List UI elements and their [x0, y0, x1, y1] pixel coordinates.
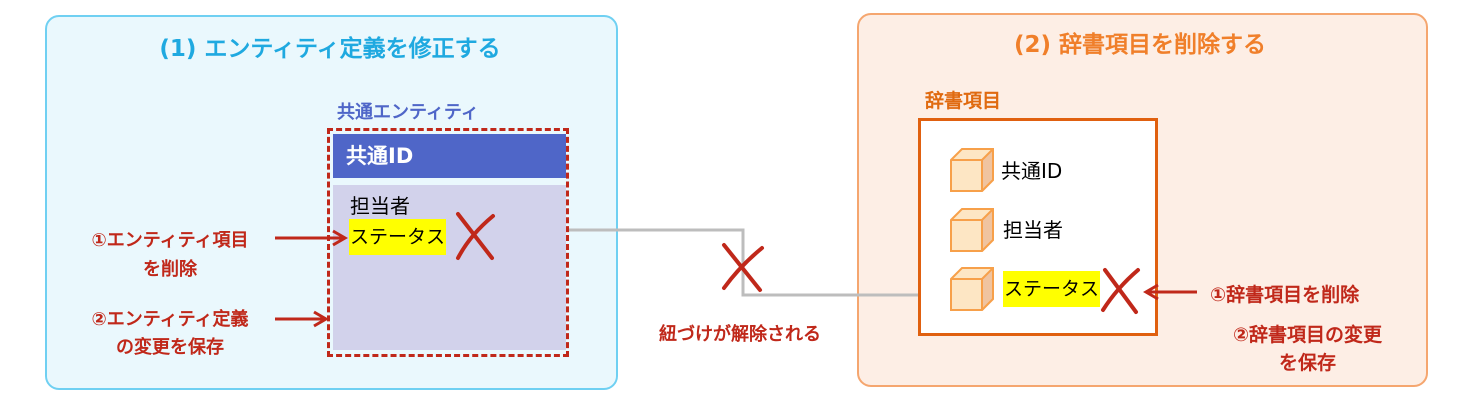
entity-body [333, 185, 566, 350]
cross-icon [456, 212, 495, 260]
dictionary-box-label: 辞書項目 [925, 90, 1002, 112]
dictionary-item: 担当者 [1003, 218, 1063, 242]
dict-step1-label: ①辞書項目を削除 [1210, 284, 1360, 306]
entity-dashed-frame [327, 128, 569, 357]
step2-label: ②エンティティ定義 [91, 309, 249, 330]
dictionary-item-highlighted: ステータス [1003, 271, 1101, 307]
right-panel-title: (2) 辞書項目を削除する [1013, 32, 1267, 58]
cube-icon [950, 148, 994, 192]
arrow-step2 [275, 310, 329, 328]
step2-label-2: の変更を保存 [116, 337, 224, 358]
entity-label: 共通エンティティ [337, 102, 479, 123]
arrow-dict-step1 [1143, 283, 1197, 301]
entity-header: 共通ID [333, 134, 566, 178]
cross-icon [1101, 268, 1140, 314]
left-panel-title: (1) エンティティ定義を修正する [159, 36, 501, 62]
entity-field: 担当者 [350, 194, 410, 218]
step1-label-2: を削除 [143, 259, 197, 280]
cube-icon [950, 267, 994, 311]
cube-icon [950, 208, 994, 252]
dict-step2-label: ②辞書項目の変更 [1232, 324, 1383, 346]
unlink-label: 紐づけが解除される [659, 324, 821, 345]
arrow-step1 [275, 229, 348, 247]
step1-label: ①エンティティ項目 [91, 230, 249, 251]
link-line [569, 228, 918, 297]
cross-icon [722, 243, 764, 292]
entity-field-highlighted: ステータス [349, 219, 447, 255]
dictionary-item: 共通ID [1001, 159, 1063, 183]
dict-step2-label-2: を保存 [1278, 352, 1336, 374]
